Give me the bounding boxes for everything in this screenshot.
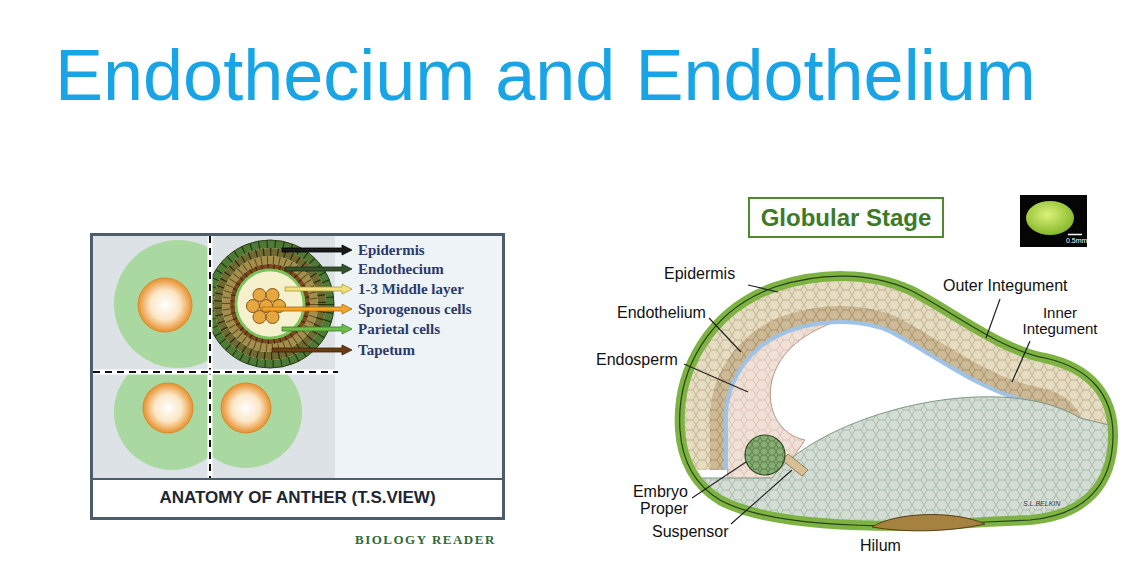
hilum-scar	[872, 515, 985, 531]
anther-wall-layers	[212, 244, 330, 364]
seed-epidermis	[680, 276, 1113, 526]
section-dashed-line	[208, 236, 213, 480]
layer-label: Tapetum	[358, 341, 415, 359]
layer-label: Endothecium	[358, 260, 444, 278]
pointer-arrow	[262, 304, 352, 314]
anther-background	[93, 236, 335, 480]
leader-line	[709, 318, 741, 352]
part-label: Suspensor	[652, 522, 729, 541]
watermark: BIOLOGY READER	[355, 532, 496, 548]
seed-thumbnail	[1026, 201, 1074, 235]
part-label: Inner Integument	[1010, 305, 1110, 337]
pointer-arrow	[285, 284, 352, 294]
sporogenous-cell	[253, 289, 266, 302]
part-label: Embryo Proper	[626, 484, 688, 518]
section-dashed-line	[93, 370, 338, 375]
seed-thumbnail	[1020, 195, 1087, 247]
anther-wall-layers	[226, 260, 314, 348]
sporogenous-cell	[266, 289, 279, 302]
seed-section	[660, 276, 1130, 560]
anther-lobe	[221, 383, 271, 433]
part-label: Epidermis	[664, 264, 735, 283]
pointer-arrow	[285, 264, 352, 274]
seed-section	[745, 435, 785, 475]
stage-box: Globular Stage	[748, 197, 945, 238]
layer-label: Parietal cells	[358, 320, 440, 338]
leader-line	[692, 462, 746, 498]
panel-caption: ANATOMY OF ANTHER (T.S.VIEW)	[93, 478, 502, 517]
part-label: Endosperm	[596, 350, 678, 369]
hilum-scar	[872, 515, 985, 531]
seed-section	[660, 397, 1130, 560]
artist-signature: S.L.BELKIN	[1022, 500, 1061, 507]
page-title: Endothecium and Endothelium	[55, 39, 1036, 111]
anther-lobe	[143, 383, 193, 433]
section-dashed-line	[209, 236, 211, 480]
seed-thumbnail	[1068, 234, 1082, 236]
scale-label: 0.5mm	[1066, 237, 1087, 244]
leader-line	[986, 299, 1000, 338]
seed-thumbnail	[1020, 195, 1087, 247]
anther-lobe	[212, 374, 302, 468]
sporogenous-cell	[247, 289, 286, 324]
sporogenous-cell	[266, 311, 279, 324]
seed-epidermis	[680, 276, 1113, 526]
sporogenous-cell	[253, 311, 266, 324]
leader-line	[1012, 341, 1030, 382]
anther-background	[335, 236, 502, 480]
leader-line	[684, 285, 1030, 524]
pointer-arrow	[282, 324, 352, 334]
leader-line	[731, 470, 792, 524]
anther-background	[93, 236, 502, 480]
layer-label: Epidermis	[358, 241, 425, 259]
pointer-arrow	[282, 245, 352, 255]
anther-lobe	[138, 278, 192, 332]
pointer-arrow	[272, 345, 352, 355]
seed-epidermis	[680, 276, 1113, 526]
seed-section	[782, 454, 808, 476]
part-label: Endothelium	[617, 303, 706, 322]
leader-line	[748, 285, 778, 292]
anther-wall-layers	[212, 244, 330, 364]
stage-title: Globular Stage	[761, 202, 932, 233]
leader-line	[684, 364, 748, 392]
anther-lobe	[114, 374, 208, 470]
layer-label: Sporogenous cells	[358, 300, 472, 318]
layer-label: 1-3 Middle layer	[358, 280, 464, 298]
part-label: Outer Integument	[943, 276, 1068, 295]
section-dashed-line	[93, 236, 338, 480]
anther-lobe	[114, 240, 208, 368]
part-label: Hilum	[860, 536, 901, 555]
section-dashed-line	[93, 371, 338, 373]
anther-wall-layers	[226, 260, 314, 348]
pointer-arrow	[262, 245, 352, 355]
